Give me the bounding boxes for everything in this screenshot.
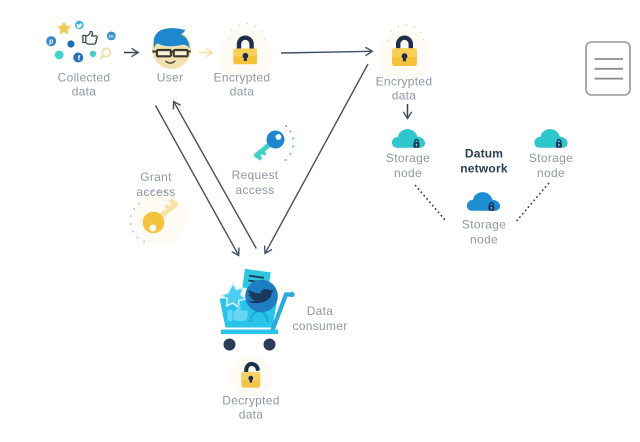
svg-text:Storage: Storage: [386, 151, 430, 165]
svg-text:node: node: [394, 166, 422, 180]
svg-text:access: access: [235, 183, 274, 197]
svg-text:Decrypted: Decrypted: [222, 394, 279, 408]
svg-text:data: data: [72, 85, 97, 99]
svg-text:Encrypted: Encrypted: [214, 71, 271, 85]
svg-text:node: node: [470, 233, 498, 247]
svg-text:Data: Data: [307, 304, 334, 318]
svg-text:data: data: [230, 85, 255, 99]
svg-text:Request: Request: [232, 168, 279, 182]
svg-text:Storage: Storage: [529, 151, 573, 165]
svg-text:f: f: [78, 54, 81, 63]
svg-text:data: data: [392, 89, 417, 103]
svg-text:User: User: [157, 71, 184, 85]
svg-text:consumer: consumer: [292, 319, 347, 333]
svg-text:Collected: Collected: [58, 71, 111, 85]
svg-text:in: in: [109, 34, 115, 40]
svg-text:Encrypted: Encrypted: [376, 75, 433, 89]
svg-text:network: network: [460, 162, 508, 176]
svg-text:access: access: [136, 185, 175, 199]
svg-text:p: p: [49, 39, 53, 46]
svg-text:Storage: Storage: [462, 218, 506, 232]
svg-text:node: node: [537, 166, 565, 180]
svg-text:data: data: [239, 408, 264, 422]
svg-text:Grant: Grant: [140, 170, 172, 184]
svg-text:Datum: Datum: [465, 147, 503, 161]
